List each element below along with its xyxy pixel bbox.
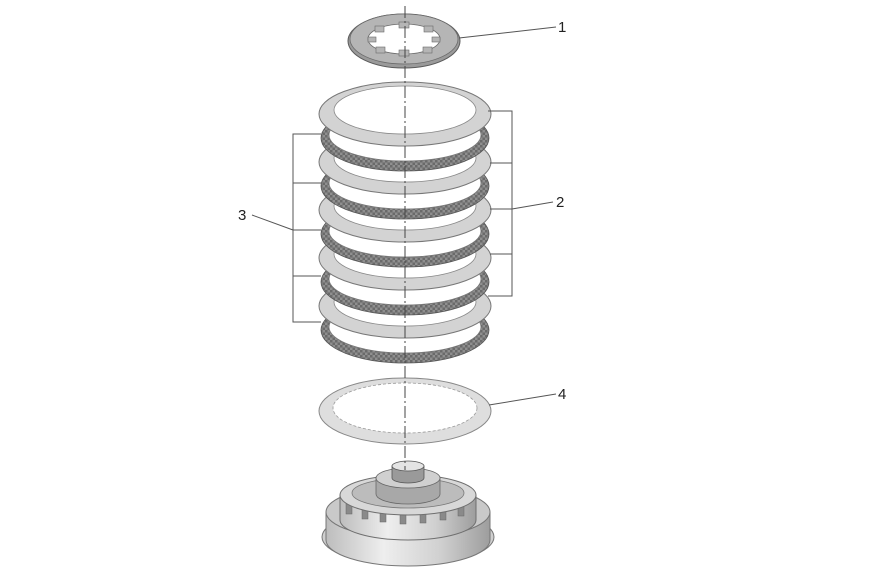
callout-4: 4 xyxy=(488,386,566,406)
callout-2: 2 xyxy=(488,110,564,297)
clutch-housing xyxy=(321,460,495,567)
callout-3: 3 xyxy=(238,133,321,323)
callout-label-1: 1 xyxy=(558,19,566,36)
retainer-ring-part-1 xyxy=(347,13,461,69)
callout-1: 1 xyxy=(458,19,566,39)
callout-label-4: 4 xyxy=(558,386,566,403)
callout-label-2: 2 xyxy=(556,194,564,211)
callout-label-3: 3 xyxy=(238,207,246,224)
